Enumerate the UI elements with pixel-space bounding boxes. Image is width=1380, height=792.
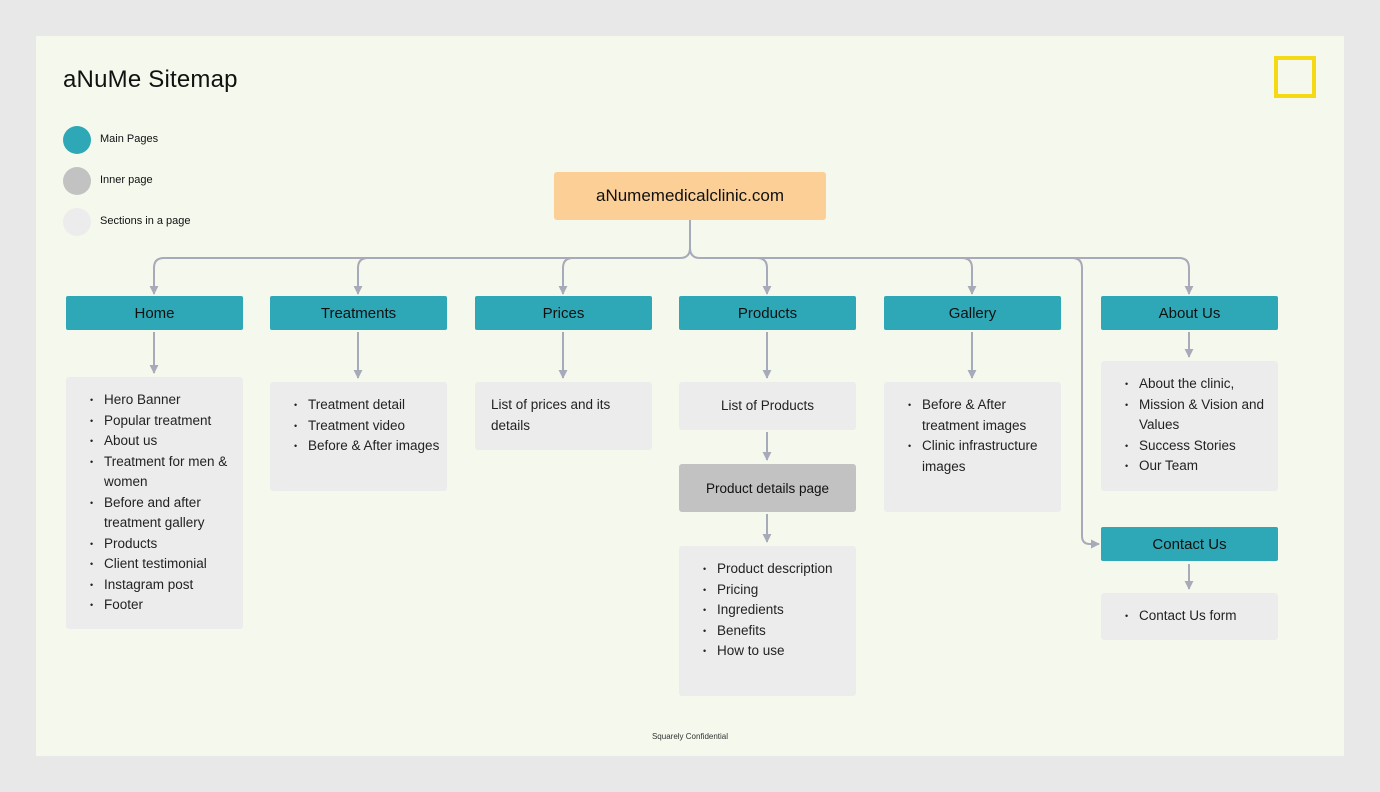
main-page-treatments: Treatments	[270, 296, 447, 330]
list-item: Ingredients	[679, 600, 856, 621]
page-title: aNuMe Sitemap	[63, 66, 238, 93]
prices-sections: List of prices and its details	[475, 382, 652, 450]
legend-inner-label: Inner page	[100, 174, 153, 186]
connector-prices	[558, 257, 574, 295]
root-node: aNumemedicalclinic.com	[554, 172, 826, 220]
list-item: Contact Us form	[1101, 606, 1278, 627]
main-page-about: About Us	[1101, 296, 1278, 330]
connector-gallery	[961, 257, 977, 295]
list-item: Product description	[679, 559, 856, 580]
list-item: Hero Banner	[66, 390, 243, 411]
connector-about	[689, 247, 1194, 295]
legend-section-label: Sections in a page	[100, 215, 191, 227]
legend-section-swatch	[63, 208, 91, 236]
list-item: Benefits	[679, 621, 856, 642]
legend-main-swatch	[63, 126, 91, 154]
products-list-section: List of Products	[679, 382, 856, 430]
list-item: Our Team	[1101, 456, 1278, 477]
product-details-sections: Product description Pricing Ingredients …	[679, 546, 856, 696]
list-item: Pricing	[679, 580, 856, 601]
connector-home	[149, 220, 691, 295]
list-item: Success Stories	[1101, 436, 1278, 457]
legend-inner-swatch	[63, 167, 91, 195]
list-item: Treatment video	[270, 416, 447, 437]
connector-lines	[149, 220, 1194, 590]
main-page-prices: Prices	[475, 296, 652, 330]
list-item: Treatment for men & women	[66, 452, 243, 493]
connector-products	[756, 257, 772, 295]
connector-treatments	[353, 257, 369, 295]
list-item: Popular treatment	[66, 411, 243, 432]
footer-text: Squarely Confidential	[651, 732, 729, 741]
list-item: Before & After images	[270, 436, 447, 457]
list-item: Footer	[66, 595, 243, 616]
main-page-gallery: Gallery	[884, 296, 1061, 330]
contact-sections: Contact Us form	[1101, 593, 1278, 640]
treatments-sections: Treatment detail Treatment video Before …	[270, 382, 447, 491]
brand-logo	[1274, 56, 1316, 98]
list-item: How to use	[679, 641, 856, 662]
list-item: Products	[66, 534, 243, 555]
connector-contact	[1071, 257, 1100, 549]
sitemap-slide: aNuMe Sitemap Main Pages Inner page Sect…	[36, 36, 1344, 756]
home-sections: Hero Banner Popular treatment About us T…	[66, 377, 243, 629]
list-item: Before & After treatment images	[884, 395, 1061, 436]
list-item: Client testimonial	[66, 554, 243, 575]
list-item: Clinic infrastructure images	[884, 436, 1061, 477]
list-item: Treatment detail	[270, 395, 447, 416]
main-page-contact: Contact Us	[1101, 527, 1278, 561]
list-item: Mission & Vision and Values	[1101, 395, 1278, 436]
list-item: Instagram post	[66, 575, 243, 596]
main-page-products: Products	[679, 296, 856, 330]
product-details-inner-page: Product details page	[679, 464, 856, 512]
prices-text: List of prices and its details	[491, 397, 611, 433]
list-item: About the clinic,	[1101, 374, 1278, 395]
gallery-sections: Before & After treatment images Clinic i…	[884, 382, 1061, 512]
main-page-home: Home	[66, 296, 243, 330]
about-sections: About the clinic, Mission & Vision and V…	[1101, 361, 1278, 491]
list-item: About us	[66, 431, 243, 452]
list-item: Before and after treatment gallery	[66, 493, 243, 534]
legend-main-label: Main Pages	[100, 133, 159, 145]
